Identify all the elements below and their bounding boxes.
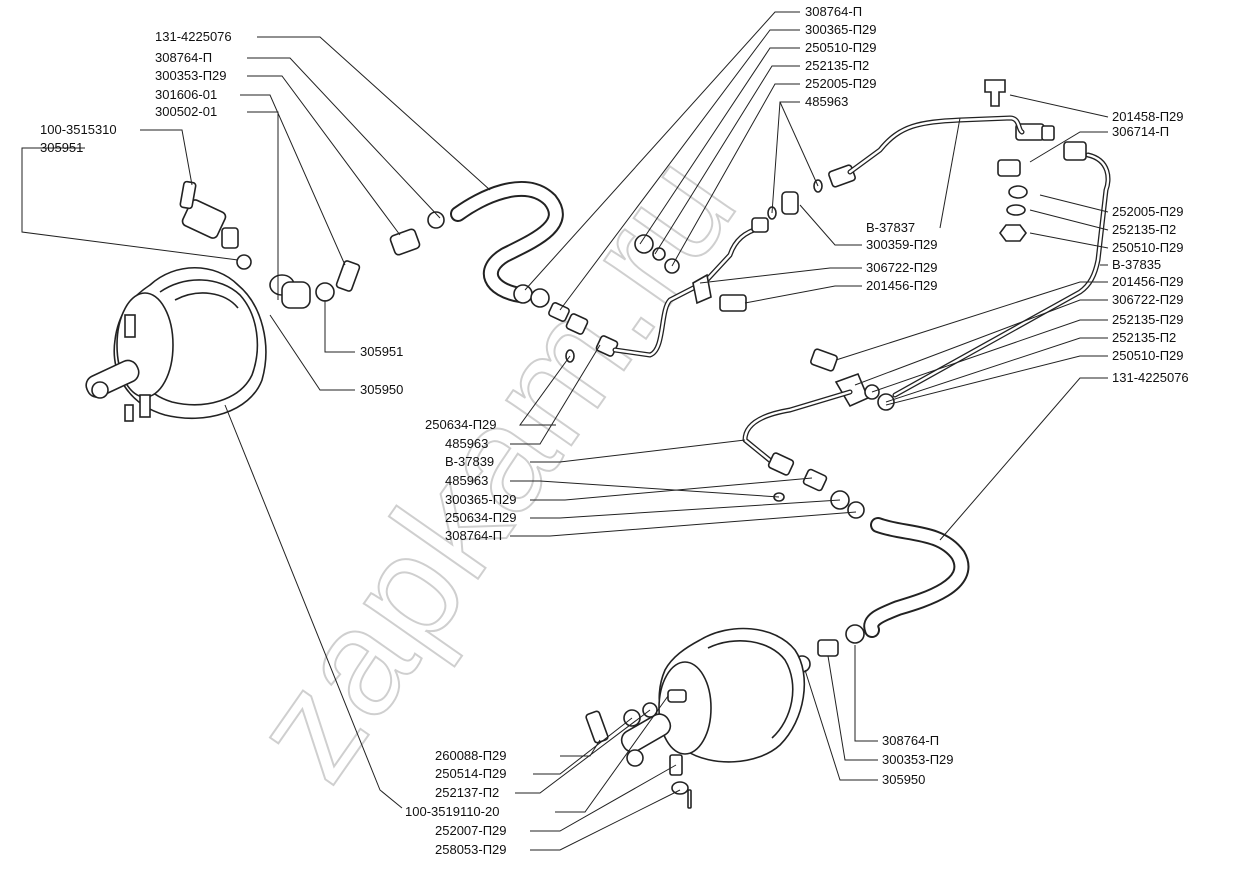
label-l4: 301606-01 — [155, 87, 217, 102]
label-l9: 305950 — [360, 382, 403, 397]
middle-fittings — [513, 284, 619, 363]
label-r10: 201456-П29 — [866, 278, 938, 293]
label-r6: 300359-П29 — [866, 237, 938, 252]
pipe-b37835 — [892, 152, 1111, 398]
label-l1: 131-4225076 — [155, 29, 232, 44]
label-t5: 252005-П29 — [805, 76, 877, 91]
label-r15: 250510-П29 — [1112, 348, 1184, 363]
part-labels: 131-4225076 308764-П 300353-П29 301606-0… — [40, 4, 1189, 857]
label-r2: 306714-П — [1112, 124, 1169, 139]
label-r12: 306722-П29 — [1112, 292, 1184, 307]
label-t3: 250510-П29 — [805, 40, 877, 55]
label-b3: 252137-П2 — [435, 785, 499, 800]
label-m6: 250634-П29 — [445, 510, 517, 525]
label-l5: 300502-01 — [155, 104, 217, 119]
label-r8: 306722-П29 — [866, 260, 938, 275]
label-r9: В-37835 — [1112, 257, 1161, 272]
label-b6: 258053-П29 — [435, 842, 507, 857]
label-r14: 252135-П2 — [1112, 330, 1176, 345]
label-l6: 100-3515310 — [40, 122, 117, 137]
label-l2: 308764-П — [155, 50, 212, 65]
label-r1: 201458-П29 — [1112, 109, 1184, 124]
label-m2: 485963 — [445, 436, 488, 451]
label-r11: 201456-П29 — [1112, 274, 1184, 289]
pipe-b37839 — [612, 217, 769, 358]
lower-pipe — [742, 389, 865, 519]
label-b2: 250514-П29 — [435, 766, 507, 781]
label-br3: 305950 — [882, 772, 925, 787]
label-b4: 100-3519110-20 — [405, 804, 499, 819]
label-r4: 252005-П29 — [1112, 204, 1184, 219]
label-m3: В-37839 — [445, 454, 494, 469]
bottom-vacuum-booster — [585, 624, 865, 809]
label-t4: 252135-П2 — [805, 58, 869, 73]
label-m4: 485963 — [445, 473, 488, 488]
left-hose — [450, 181, 564, 303]
right-hose — [863, 517, 970, 638]
label-t1: 308764-П — [805, 4, 862, 19]
left-check-valve — [179, 180, 445, 309]
label-l7: 305951 — [40, 140, 83, 155]
label-t6: 485963 — [805, 94, 848, 109]
label-t2: 300365-П29 — [805, 22, 877, 37]
left-vacuum-booster — [85, 267, 267, 422]
pipe-b37837 — [847, 115, 1025, 175]
label-r16: 131-4225076 — [1112, 370, 1189, 385]
label-l8: 305951 — [360, 344, 403, 359]
leader-lines — [21, 11, 1109, 851]
label-m5: 300365-П29 — [445, 492, 517, 507]
label-b5: 252007-П29 — [435, 823, 507, 838]
label-m7: 308764-П — [445, 528, 502, 543]
label-r13: 252135-П29 — [1112, 312, 1184, 327]
label-r7: 250510-П29 — [1112, 240, 1184, 255]
label-br1: 308764-П — [882, 733, 939, 748]
right-washers — [997, 141, 1087, 242]
label-b1: 260088-П29 — [435, 748, 507, 763]
label-r3: В-37837 — [866, 220, 915, 235]
label-m1: 250634-П29 — [425, 417, 497, 432]
label-r5: 252135-П2 — [1112, 222, 1176, 237]
label-l3: 300353-П29 — [155, 68, 227, 83]
label-br2: 300353-П29 — [882, 752, 954, 767]
